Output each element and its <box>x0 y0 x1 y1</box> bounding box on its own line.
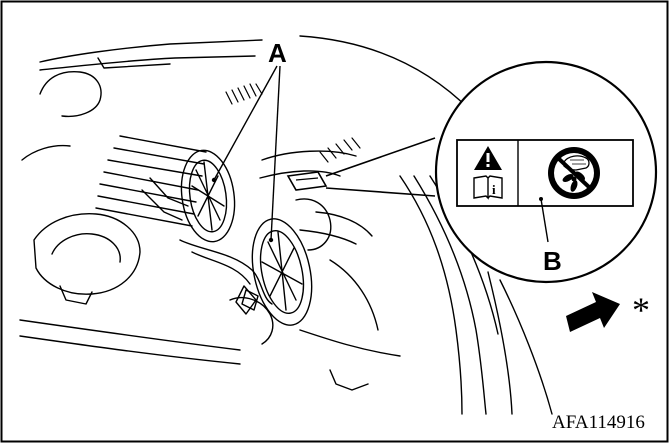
warning-sticker: i <box>457 140 633 206</box>
asterisk-mark: * <box>632 290 650 330</box>
figure-code: AFA114916 <box>552 412 645 433</box>
fan-label-a: A <box>268 38 287 68</box>
sticker-location-marker <box>288 172 326 190</box>
no-hands-near-fan-icon <box>548 147 600 199</box>
manual-info-glyph: i <box>492 182 496 197</box>
sticker-label-b: B <box>543 246 562 276</box>
